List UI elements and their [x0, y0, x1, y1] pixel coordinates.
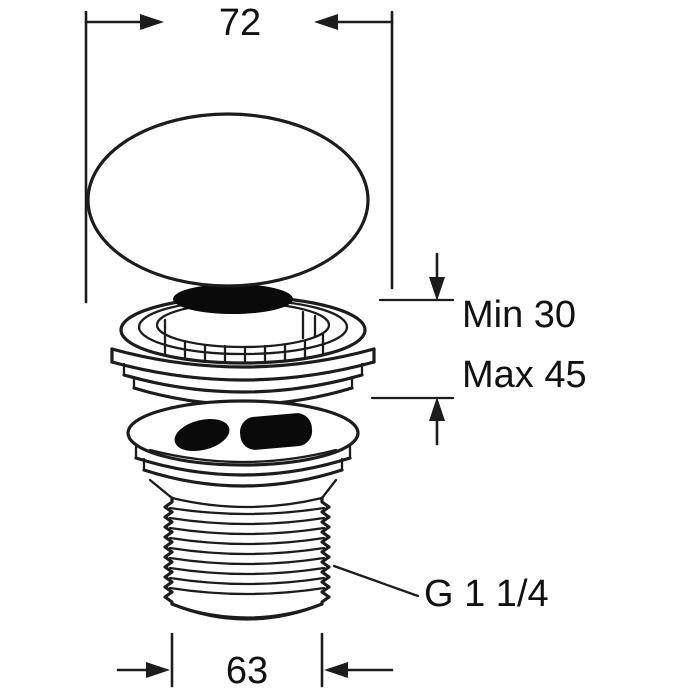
arrow-left-icon: [324, 662, 348, 678]
leader-line: [332, 564, 420, 598]
seal-gasket: [126, 399, 360, 467]
thread-lines: [168, 506, 326, 596]
seal-hole-left: [174, 418, 230, 452]
thread-edge-right: [320, 496, 331, 606]
thread-size-callout: G 1 1/4: [332, 564, 549, 615]
lower-flange: [134, 444, 352, 509]
arrow-right-icon: [146, 662, 170, 678]
flange-edge: [110, 360, 376, 382]
arrow-down-icon: [429, 277, 445, 301]
overflow-slots: [163, 310, 325, 365]
dimension-bottom-width: 63: [116, 632, 394, 692]
flange-edge: [110, 347, 376, 369]
thread-size-label: G 1 1/4: [424, 573, 549, 615]
cap-dome: [86, 112, 370, 288]
valve-body: [86, 112, 376, 621]
seal-hole-right: [239, 413, 313, 450]
arrow-left-icon: [314, 14, 338, 30]
dimension-label-top: 72: [219, 2, 261, 44]
seal-lower-contour: [148, 448, 338, 464]
dimension-label-bottom: 63: [226, 650, 268, 692]
threaded-tailpipe: [163, 496, 331, 621]
ring-edge: [122, 373, 364, 394]
dimension-max-clamp: Max 45: [370, 354, 587, 446]
neck-shadow: [173, 284, 293, 314]
thread-edge-left: [163, 496, 174, 606]
dimension-top-width: 72: [84, 2, 394, 304]
flange-ring-stack: [110, 347, 376, 407]
pipe-bottom-inner-edge: [178, 605, 316, 619]
arrow-up-icon: [429, 397, 445, 421]
max-clamp-label: Max 45: [462, 354, 587, 396]
arrow-right-icon: [140, 14, 164, 30]
min-clamp-label: Min 30: [462, 294, 576, 336]
dimension-min-clamp: Min 30: [378, 252, 576, 336]
